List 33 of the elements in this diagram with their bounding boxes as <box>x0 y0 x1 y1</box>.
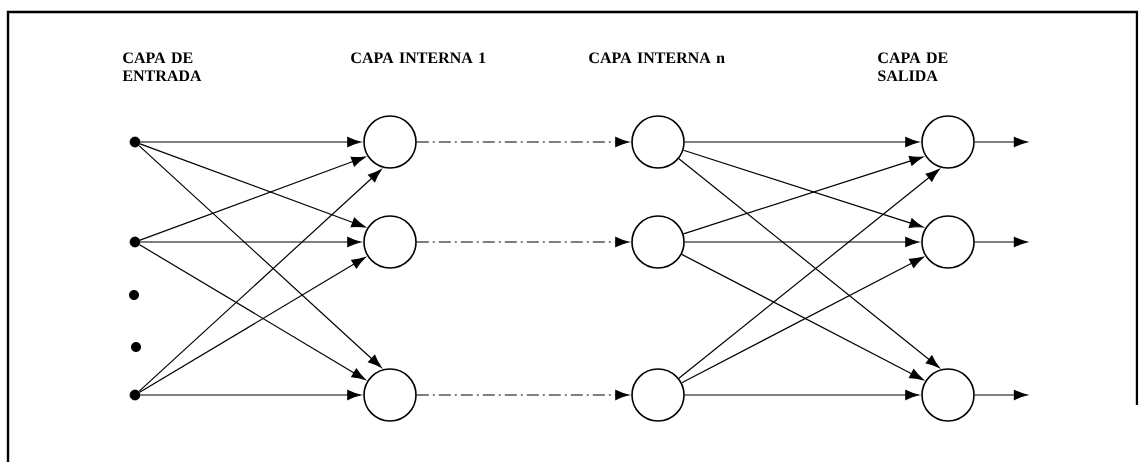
neuron-circle <box>363 215 417 269</box>
arrow <box>138 169 382 392</box>
arrow <box>974 136 1028 148</box>
arrow <box>139 236 362 248</box>
arrow <box>139 136 362 148</box>
neuron-circle <box>921 215 975 269</box>
neuron-circle <box>363 115 417 169</box>
arrow <box>416 136 630 148</box>
arrow <box>974 389 1028 401</box>
neuron-circle <box>631 115 685 169</box>
arrow <box>139 244 366 381</box>
layer-label: CAPA DE ENTRADA <box>122 52 202 82</box>
neuron-circle <box>921 115 975 169</box>
neuron-circle <box>363 368 417 422</box>
arrow <box>684 389 920 401</box>
arrow <box>138 145 382 368</box>
neuron-circle <box>631 215 685 269</box>
arrow <box>974 236 1028 248</box>
neuron-circle <box>631 368 685 422</box>
arrow <box>416 389 630 401</box>
arrow <box>684 136 920 148</box>
arrow <box>139 143 366 228</box>
arrow <box>682 149 924 228</box>
arrow <box>139 389 362 401</box>
layer-label: CAPA INTERNA n <box>589 52 725 64</box>
arrow <box>416 236 630 248</box>
layer-label: CAPA INTERNA 1 <box>351 52 486 64</box>
arrow <box>684 236 920 248</box>
neuron-circle <box>921 368 975 422</box>
layer-label: CAPA DE SALIDA <box>878 52 948 82</box>
arrow <box>682 156 924 235</box>
arrow <box>139 156 366 241</box>
arrow <box>139 256 366 393</box>
